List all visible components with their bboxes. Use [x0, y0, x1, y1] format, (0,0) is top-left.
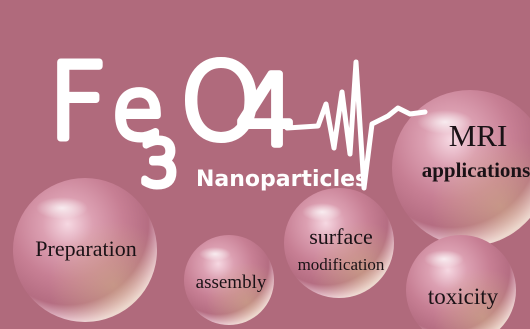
- label-surface: surface: [309, 224, 373, 249]
- heartbeat-line: [284, 59, 428, 191]
- subtitle-nanoparticles: Nanoparticles: [196, 167, 368, 192]
- bubble-mri-applications: [392, 90, 530, 246]
- title-letter-e: e: [112, 60, 164, 158]
- label-modification: modification: [298, 255, 385, 274]
- label-preparation: Preparation: [35, 236, 136, 261]
- label-mri: MRI: [449, 118, 508, 153]
- bubble-assembly: [184, 235, 274, 325]
- label-toxicity: toxicity: [428, 284, 499, 309]
- label-assembly: assembly: [196, 272, 267, 293]
- bubble-surface-modification: [284, 188, 394, 298]
- title-digit-4: 4: [236, 55, 297, 167]
- bubble-toxicity: [406, 235, 516, 329]
- title-subscript-3: 3: [140, 127, 179, 200]
- label-applications: applications: [422, 158, 530, 182]
- title-letter-f: F: [48, 41, 108, 163]
- title-letter-o: O: [180, 41, 262, 163]
- bubble-preparation: [13, 178, 157, 322]
